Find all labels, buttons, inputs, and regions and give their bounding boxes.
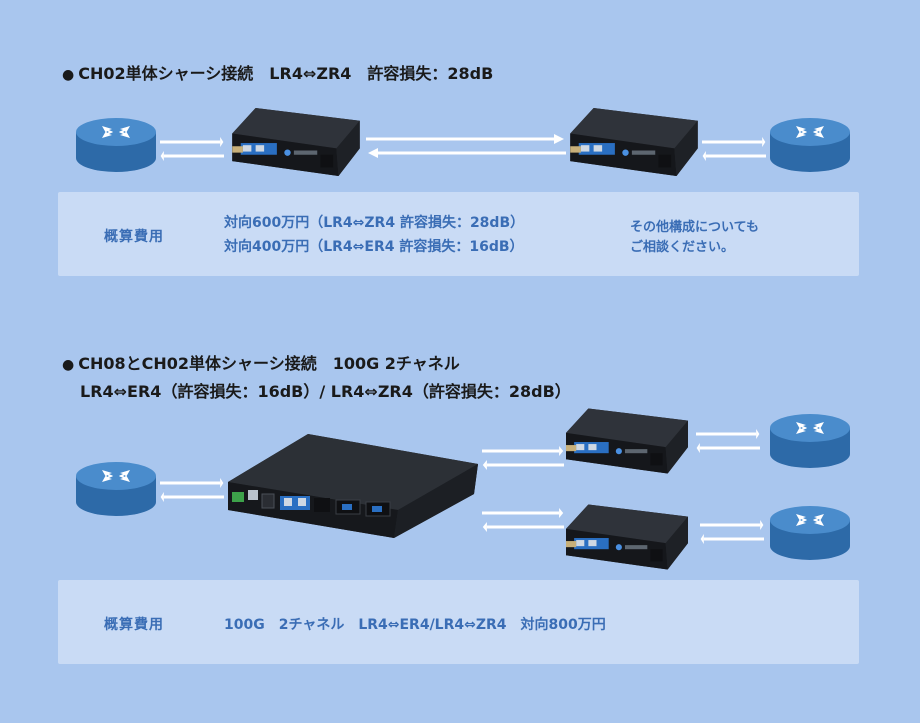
- bidirectional-arrow-icon: [482, 506, 564, 534]
- cost-line: 100G 2チャネル LR4⇔ER4/LR4⇔ZR4 対向800万円: [224, 617, 606, 633]
- note-line: ご相談ください。: [630, 240, 735, 255]
- router-icon: [76, 118, 156, 174]
- bidirectional-arrow-icon: [482, 444, 564, 472]
- router-icon: [770, 414, 850, 470]
- ch02-chassis-icon: [566, 504, 688, 570]
- bidirectional-arrow-icon: [696, 427, 760, 455]
- router-icon: [770, 506, 850, 562]
- cost-line: 対向600万円（LR4⇔ZR4 許容損失：28dB）: [224, 215, 525, 231]
- ch08-chassis-icon: [228, 434, 478, 538]
- bidirectional-arrow-icon: [160, 476, 224, 504]
- cost-line: 対向400万円（LR4⇔ER4 許容損失：16dB）: [224, 239, 524, 255]
- bidirectional-arrow-icon: [702, 135, 766, 163]
- note-line: その他構成についても: [630, 220, 759, 235]
- router-icon: [770, 118, 850, 174]
- bidirectional-arrow-icon: [366, 132, 566, 160]
- section2-title: ●CH08とCH02単体シャーシ接続 100G 2チャネル: [62, 354, 460, 373]
- cost-label: 概算費用: [104, 229, 164, 245]
- section2-subtitle: LR4⇔ER4（許容損失：16dB）/ LR4⇔ZR4（許容損失：28dB）: [80, 382, 571, 401]
- bidirectional-arrow-icon: [700, 518, 764, 546]
- ch02-chassis-icon: [566, 408, 688, 474]
- cost-box-section1: 概算費用 対向600万円（LR4⇔ZR4 許容損失：28dB） 対向400万円（…: [58, 192, 859, 276]
- cost-box-section2: 概算費用 100G 2チャネル LR4⇔ER4/LR4⇔ZR4 対向800万円: [58, 580, 859, 664]
- ch02-chassis-icon: [570, 108, 698, 176]
- ch02-chassis-icon: [232, 108, 360, 176]
- cost-label: 概算費用: [104, 617, 164, 633]
- section1-title: ●CH02単体シャーシ接続 LR4⇔ZR4 許容損失：28dB: [62, 64, 494, 83]
- bidirectional-arrow-icon: [160, 135, 224, 163]
- router-icon: [76, 462, 156, 518]
